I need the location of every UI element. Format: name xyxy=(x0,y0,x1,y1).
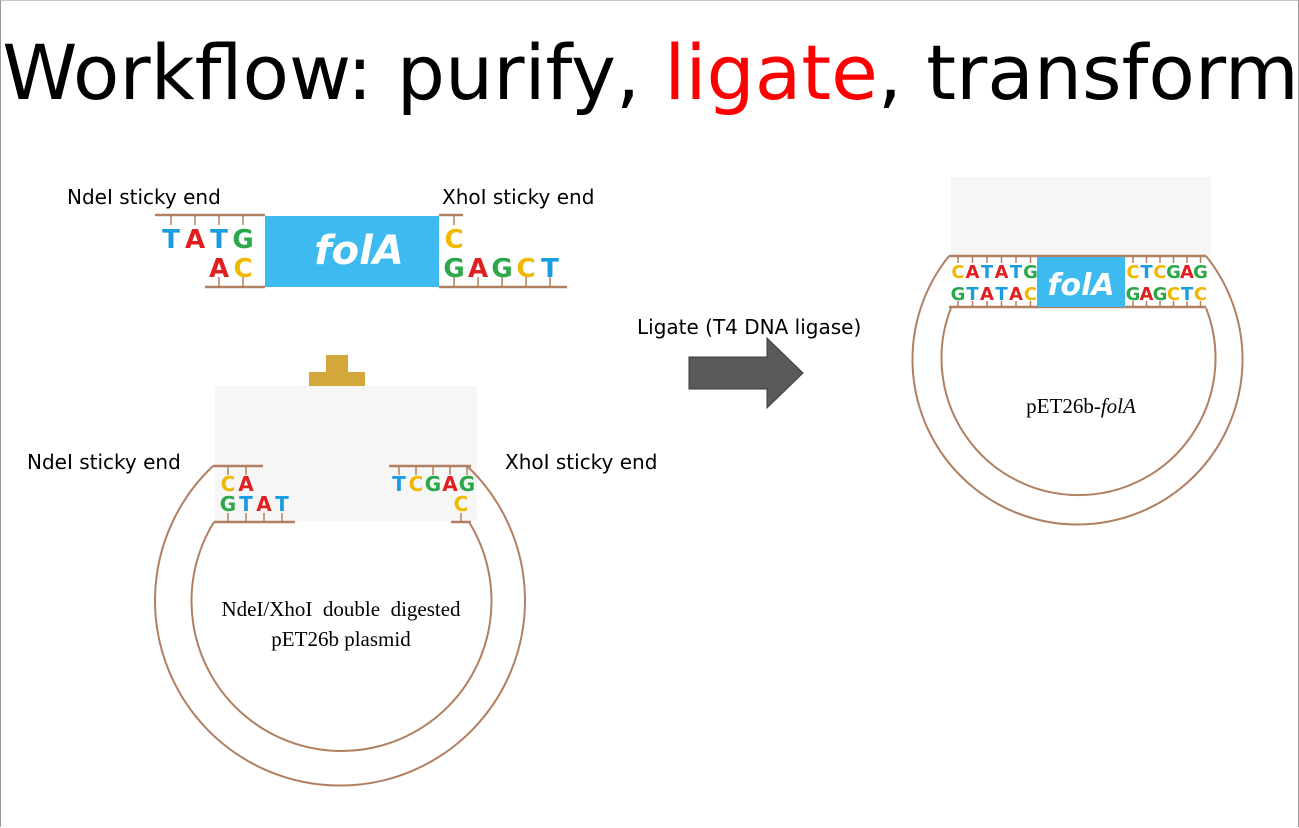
base-c: C xyxy=(454,492,469,516)
base-g: G xyxy=(459,472,475,496)
base-g: G xyxy=(443,254,464,284)
vector-inner-circle xyxy=(190,521,493,752)
slide-title: Workflow: purify, ligate, transform xyxy=(1,23,1299,123)
base-c: C xyxy=(516,254,535,284)
base-g: G xyxy=(1126,284,1141,305)
base-a: A xyxy=(1140,284,1154,305)
base-g: G xyxy=(1023,262,1038,283)
base-a: A xyxy=(1180,262,1194,283)
base-t: T xyxy=(981,262,994,283)
title-part1: Workflow: purify, xyxy=(2,28,665,117)
product-caption: pET26b-folA xyxy=(1026,394,1136,418)
title-part2: , transform xyxy=(877,28,1299,117)
base-a: A xyxy=(256,492,272,516)
product-gene-label: folA xyxy=(1047,268,1114,303)
base-a: A xyxy=(209,254,229,284)
vector-caption-line2: pET26b plasmid xyxy=(271,627,411,651)
product-caption-gene: folA xyxy=(1101,394,1136,418)
base-t: T xyxy=(239,492,253,516)
base-c: C xyxy=(233,254,252,284)
base-t: T xyxy=(995,284,1008,305)
base-g: G xyxy=(425,472,441,496)
base-g: G xyxy=(1193,262,1208,283)
base-a: A xyxy=(238,472,254,496)
base-c: C xyxy=(1167,284,1180,305)
base-g: G xyxy=(951,284,966,305)
product-caption-prefix: pET26b- xyxy=(1026,394,1101,418)
base-a: A xyxy=(966,262,980,283)
insert-right-top-bases: C xyxy=(444,215,464,255)
base-c: C xyxy=(1024,284,1037,305)
base-g: G xyxy=(220,492,236,516)
title-highlight: ligate xyxy=(664,28,878,117)
base-a: A xyxy=(185,225,205,255)
base-a: A xyxy=(995,262,1009,283)
vector-right-bottom-bases: C xyxy=(454,492,469,522)
base-a: A xyxy=(468,254,488,284)
product-outer-circle xyxy=(911,255,1244,526)
base-t: T xyxy=(392,472,406,496)
insert-ndei-label: NdeI sticky end xyxy=(67,185,221,209)
base-c: C xyxy=(1194,284,1207,305)
product-gene-box xyxy=(1037,257,1125,307)
base-a: A xyxy=(1009,284,1023,305)
base-t: T xyxy=(162,225,180,255)
base-t: T xyxy=(1181,284,1194,305)
ligation-arrow: Ligate (T4 DNA ligase) xyxy=(637,315,861,410)
base-t: T xyxy=(1140,262,1153,283)
base-c: C xyxy=(409,472,424,496)
base-t: T xyxy=(275,492,289,516)
base-c: C xyxy=(1153,262,1166,283)
insert-xhoi-label: XhoI sticky end xyxy=(442,185,594,209)
base-a: A xyxy=(442,472,458,496)
base-t: T xyxy=(1010,262,1023,283)
base-g: G xyxy=(1153,284,1168,305)
arrow-label: Ligate (T4 DNA ligase) xyxy=(637,315,861,339)
base-a: A xyxy=(980,284,994,305)
base-t: T xyxy=(210,225,228,255)
vector-ndei-label: NdeI sticky end xyxy=(27,450,181,474)
product-top-shade xyxy=(951,177,1211,255)
base-c: C xyxy=(444,225,463,255)
base-c: C xyxy=(951,262,964,283)
base-t: T xyxy=(966,284,979,305)
base-c: C xyxy=(221,472,236,496)
vector-gap-shade xyxy=(215,386,477,521)
arrow-right-icon xyxy=(688,336,804,410)
base-c: C xyxy=(1126,262,1139,283)
insert-gene-label: folA xyxy=(314,228,404,274)
product-inner-circle xyxy=(940,307,1217,497)
insert-gene-box xyxy=(265,216,439,287)
vector-xhoi-label: XhoI sticky end xyxy=(505,450,657,474)
base-g: G xyxy=(232,225,253,255)
base-t: T xyxy=(541,254,559,284)
base-g: G xyxy=(491,254,512,284)
vector-caption-line1: NdeI/XhoI double digested xyxy=(221,597,461,621)
vector-outer-circle xyxy=(154,465,526,787)
base-g: G xyxy=(1166,262,1181,283)
